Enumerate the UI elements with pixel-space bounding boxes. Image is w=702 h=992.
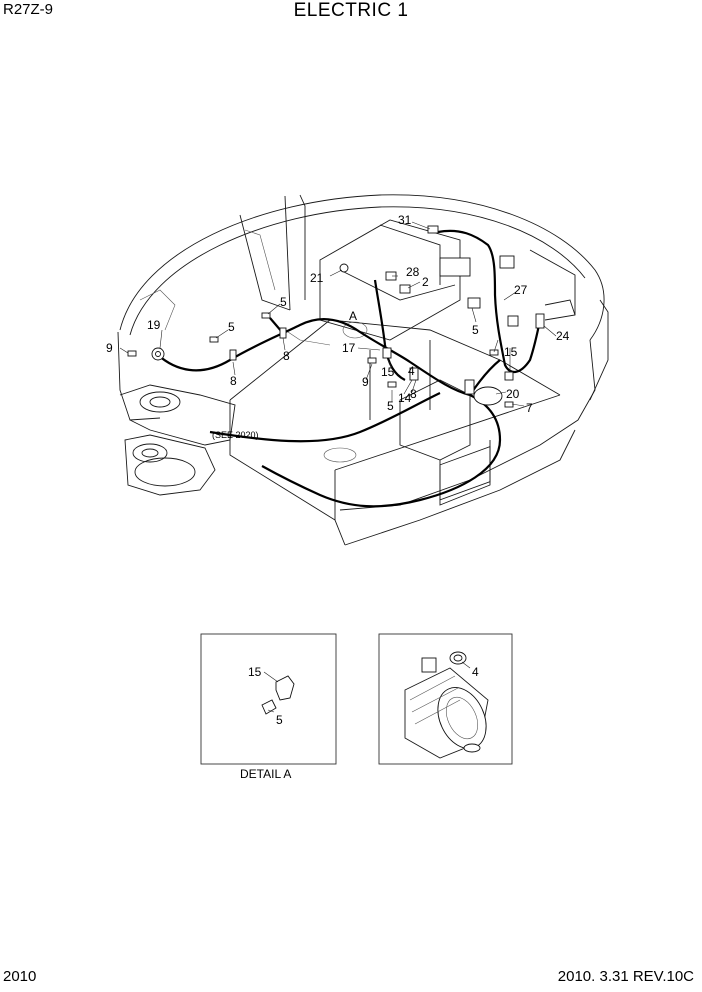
callout-14: 14: [398, 391, 412, 405]
components: [127, 225, 545, 408]
page-title: ELECTRIC 1: [293, 0, 409, 21]
relay-icon: [467, 297, 481, 309]
detail-callout-15: 15: [248, 665, 262, 679]
callout-5b: 5: [228, 320, 235, 334]
page-number: 2010: [3, 968, 37, 985]
callout-27: 27: [514, 283, 528, 297]
model-code: R27Z-9: [3, 1, 54, 18]
callout-2: 2: [422, 275, 429, 289]
callout-9a: 9: [106, 341, 113, 355]
callout-28: 28: [406, 265, 420, 279]
connector-icon: [427, 225, 439, 234]
callout-8a: 8: [283, 349, 290, 363]
switch-icon: [499, 255, 515, 269]
detail-a-caption: DETAIL A: [240, 767, 291, 781]
callout-31: 31: [398, 213, 412, 227]
callout-8c: 8: [410, 387, 417, 401]
callout-labels: 31 28 21 2 27 19 5 5 9 8 8 17 A 5 15 24 …: [106, 213, 570, 440]
callout-5c: 5: [472, 323, 479, 337]
callout-9b: 9: [362, 375, 369, 389]
callout-5d: 5: [387, 399, 394, 413]
revision-stamp: 2010. 3.31 REV.10C: [557, 968, 694, 985]
callout-15a: 15: [504, 345, 518, 359]
detail-a-panel: 15 5: [200, 633, 337, 765]
callout-7: 7: [526, 401, 533, 415]
detail-callout-4: 4: [472, 665, 479, 679]
leader-lines: [119, 221, 557, 407]
callout-15b: 15: [381, 365, 395, 379]
wire-harness: [157, 229, 542, 508]
detail-marker-a: A: [349, 309, 357, 323]
callout-19: 19: [147, 318, 161, 332]
sensor-icon: [535, 313, 545, 329]
callout-5a: 5: [280, 295, 287, 309]
callout-24: 24: [556, 329, 570, 343]
air-cleaner-icon: [473, 386, 503, 406]
reference-note: (SEE 2020): [212, 430, 259, 440]
relay-box-icon: [439, 257, 471, 277]
air-cleaner-panel: 4: [378, 633, 513, 765]
frame-outline: [117, 194, 609, 546]
callout-20: 20: [506, 387, 520, 401]
callout-4a: 4: [408, 364, 415, 378]
callout-21: 21: [310, 271, 324, 285]
callout-17: 17: [342, 341, 356, 355]
detail-callout-5: 5: [276, 713, 283, 727]
callout-8b: 8: [230, 374, 237, 388]
